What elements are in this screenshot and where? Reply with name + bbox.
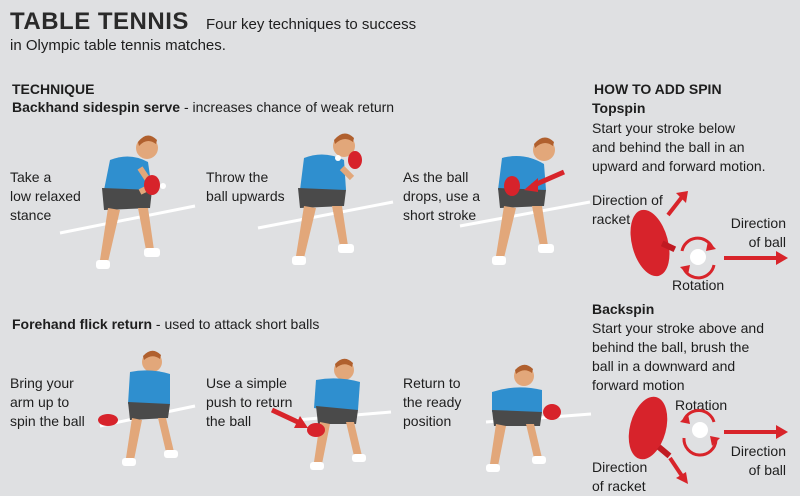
serve-player-2-illustration bbox=[257, 133, 394, 265]
serve-desc: - increases chance of weak return bbox=[180, 99, 395, 115]
flick-desc: - used to attack short balls bbox=[152, 316, 320, 332]
backspin-title: Backspin bbox=[592, 301, 655, 317]
serve-player-1-illustration bbox=[59, 135, 196, 269]
infographic-title: TABLE TENNIS bbox=[10, 8, 189, 35]
topspin-title: Topspin bbox=[592, 100, 646, 116]
spin-heading: HOW TO ADD SPIN bbox=[594, 81, 722, 97]
subtitle-line-2: in Olympic table tennis matches. bbox=[10, 37, 226, 54]
flick-name: Forehand flick return bbox=[12, 316, 153, 332]
backspin-rotation-label: Rotation bbox=[675, 397, 728, 413]
flick-player-1-illustration bbox=[98, 350, 196, 466]
serve-player-3-illustration bbox=[459, 137, 591, 265]
flick-heading: Forehand flick return - used to attack s… bbox=[12, 315, 319, 334]
serve-name: Backhand sidespin serve bbox=[12, 99, 181, 115]
technique-heading: TECHNIQUE bbox=[12, 81, 95, 97]
flick-player-2-illustration bbox=[270, 358, 392, 470]
backspin-diagram bbox=[628, 396, 788, 484]
topspin-diagram bbox=[630, 191, 788, 280]
serve-heading: Backhand sidespin serve - increases chan… bbox=[12, 98, 394, 117]
subtitle-line-1: Four key techniques to success bbox=[206, 16, 417, 33]
flick-player-3-illustration bbox=[485, 364, 592, 472]
topspin-rotation-label: Rotation bbox=[672, 277, 725, 293]
